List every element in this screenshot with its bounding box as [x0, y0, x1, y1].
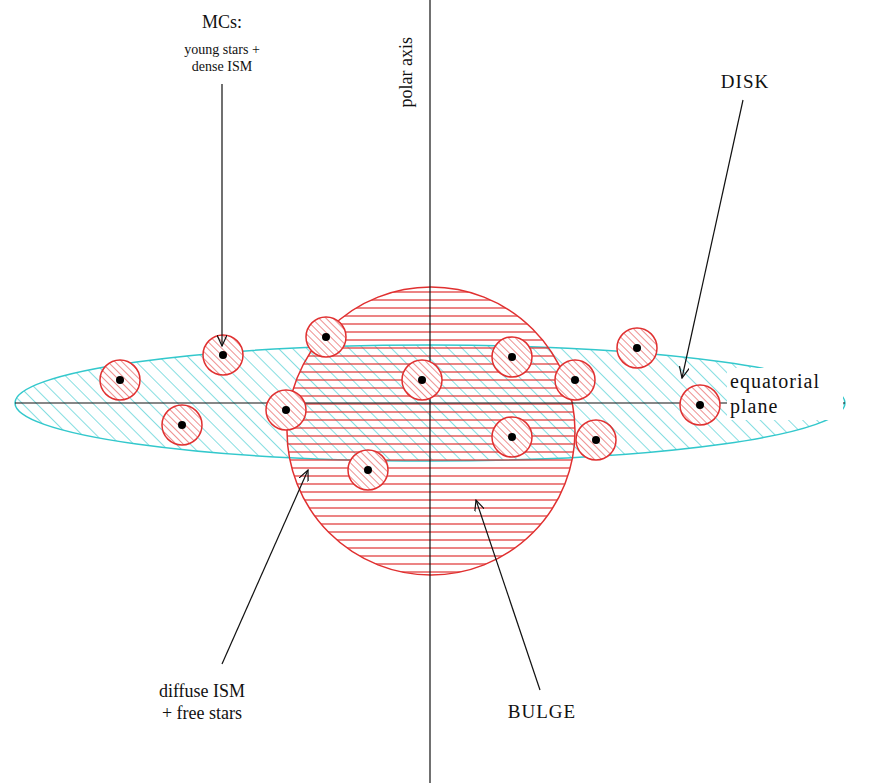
group-heading: MCs: — [202, 11, 242, 34]
callout-text: young stars + dense ISM — [183, 41, 261, 76]
molecular-cloud — [348, 450, 388, 490]
axis-label: polar axis — [395, 37, 418, 107]
leader-line — [222, 470, 308, 664]
molecular-cloud — [162, 405, 202, 445]
leader-line — [682, 100, 743, 378]
molecular-clouds — [100, 317, 720, 490]
molecular-cloud — [306, 317, 346, 357]
part-label: DISK — [721, 70, 769, 94]
leader-lines — [222, 84, 743, 690]
molecular-cloud — [680, 385, 720, 425]
molecular-cloud — [492, 337, 532, 377]
molecular-cloud — [617, 328, 657, 368]
molecular-cloud — [402, 360, 442, 400]
molecular-cloud — [100, 360, 140, 400]
leader-line — [221, 84, 222, 346]
molecular-cloud — [576, 420, 616, 460]
molecular-cloud — [266, 390, 306, 430]
bulge — [287, 287, 575, 575]
part-label: BULGE — [508, 700, 576, 724]
molecular-cloud — [492, 417, 532, 457]
plane-label: equatorial plane — [727, 368, 843, 420]
callout-text: diffuse ISM + free stars — [152, 680, 252, 725]
molecular-cloud — [203, 335, 243, 375]
leader-line — [476, 500, 540, 690]
molecular-cloud — [555, 360, 595, 400]
